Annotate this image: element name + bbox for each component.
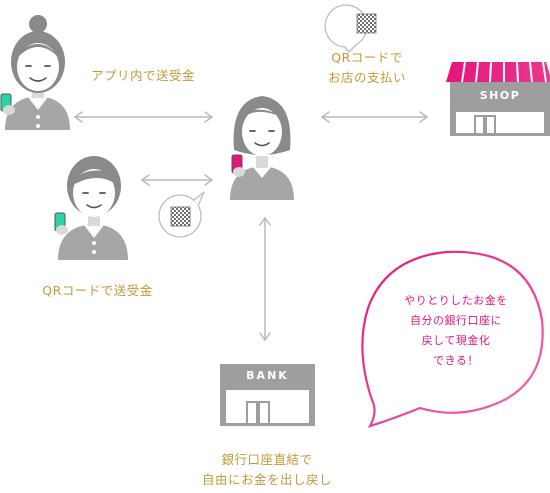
callout-line-2: 自分の銀行口座に: [410, 314, 502, 327]
label-qr-pay: QRコードで お店の支払い: [312, 48, 422, 88]
label-qr-pay-line2: お店の支払い: [327, 70, 406, 85]
callout-text: やりとりしたお金を 自分の銀行口座に 戻して現金化 できる！: [376, 291, 536, 371]
bank-icon: [220, 364, 315, 426]
label-bank-line2: 自由にお金を出し戻し: [201, 472, 332, 487]
arrow-icon: [320, 111, 429, 123]
shop-sign: SHOP: [479, 89, 521, 102]
qr-code-icon: [324, 4, 377, 53]
person-man-icon: [54, 156, 128, 260]
callout-line-3: 戻して現金化: [421, 334, 491, 347]
callout-bubble: [361, 250, 544, 428]
arrow-icon: [73, 111, 214, 123]
label-qr-transfer: QRコードで送受金: [42, 283, 153, 298]
callout-line-4: できる！: [433, 354, 479, 367]
label-bank: 銀行口座直結で 自由にお金を出し戻し: [172, 450, 362, 490]
arrow-icon: [140, 174, 214, 186]
person-woman-center-icon: [230, 96, 294, 200]
label-qr-pay-line1: QRコードで: [331, 50, 403, 65]
qr-code-icon: [158, 191, 205, 238]
label-app-transfer: アプリ内で送受金: [90, 68, 195, 83]
callout-line-1: やりとりしたお金を: [404, 294, 508, 307]
bank-sign: BANK: [246, 369, 289, 382]
shop-icon: [446, 61, 550, 136]
label-bank-line1: 銀行口座直結で: [221, 452, 313, 467]
arrow-icon: [259, 216, 271, 342]
person-woman-bun-icon: [0, 15, 70, 130]
